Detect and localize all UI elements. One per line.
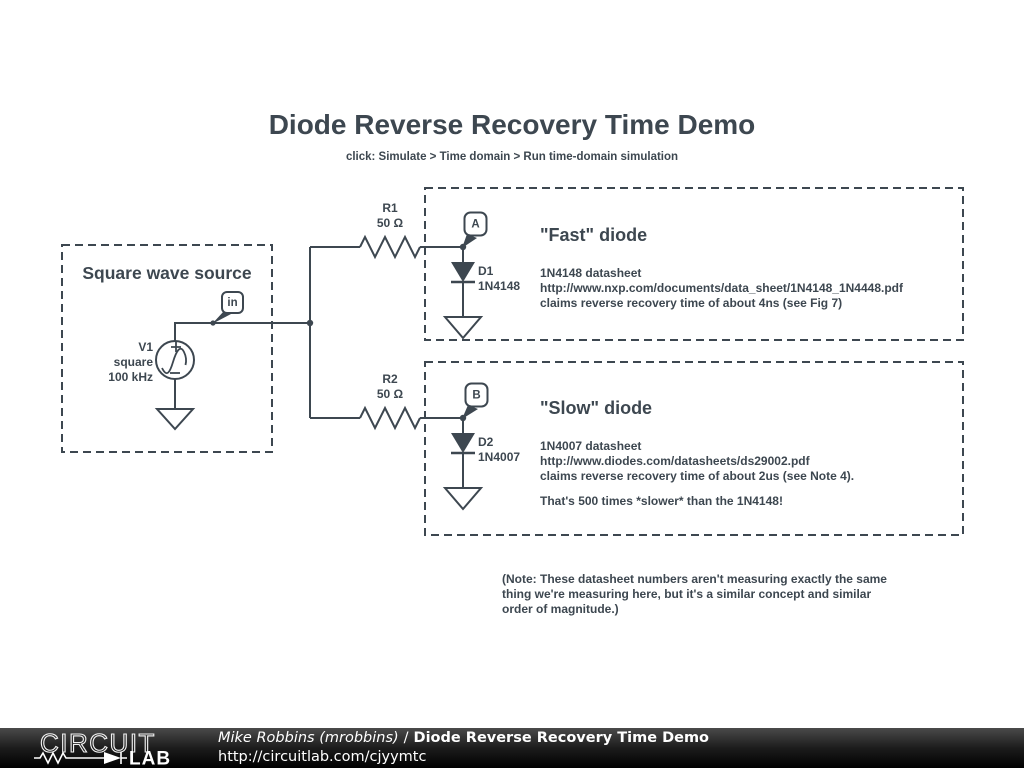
wire bbox=[174, 246, 464, 488]
resistor-r1[interactable] bbox=[359, 234, 421, 260]
diode-name-label: D2 bbox=[478, 435, 494, 449]
slow-diode-datasheet-url: http://www.diodes.com/datasheets/ds29002… bbox=[540, 454, 810, 468]
slow-diode-line: 1N4007 datasheet bbox=[540, 439, 642, 453]
footer-url: http://circuitlab.com/cjyymtc bbox=[218, 749, 427, 765]
node-flag-b[interactable]: B bbox=[462, 382, 489, 420]
footnote-line: (Note: These datasheet numbers aren't me… bbox=[502, 572, 887, 586]
node-flag-in[interactable]: in bbox=[212, 291, 244, 324]
source-kind-label: square bbox=[114, 355, 154, 369]
slow-diode-body: 1N4007 datasheet http://www.diodes.com/d… bbox=[540, 439, 854, 484]
fast-diode-group-box bbox=[424, 187, 964, 341]
diode-part-label: 1N4007 bbox=[478, 450, 520, 464]
junction-dot bbox=[306, 319, 314, 327]
node-flag-label: in bbox=[227, 297, 237, 309]
source-name-label: V1 bbox=[138, 340, 153, 354]
logo-lab-text: LAB bbox=[129, 749, 171, 768]
footnote-line: order of magnitude.) bbox=[502, 602, 619, 616]
footnote: (Note: These datasheet numbers aren't me… bbox=[502, 572, 932, 617]
footer-author: Mike Robbins (mrobbins) bbox=[218, 730, 399, 746]
node-flag-a[interactable]: A bbox=[462, 211, 488, 249]
footer-doc-title: Diode Reverse Recovery Time Demo bbox=[413, 730, 710, 746]
footer-separator: / bbox=[403, 730, 409, 746]
resistor-name-label: R2 bbox=[382, 372, 398, 386]
logo-diode-glyph bbox=[104, 752, 121, 764]
fast-diode-line: claims reverse recovery time of about 4n… bbox=[540, 296, 843, 310]
fast-diode-body: 1N4148 datasheet http://www.nxp.com/docu… bbox=[540, 266, 903, 311]
diode-name-label: D1 bbox=[478, 264, 494, 278]
node-flag-label: A bbox=[471, 219, 479, 231]
resistor-r2[interactable] bbox=[359, 405, 421, 431]
waveform-glyph bbox=[161, 347, 187, 375]
circuitlab-logo: CIRCUIT LAB bbox=[34, 729, 171, 768]
fast-diode-datasheet-url: http://www.nxp.com/documents/data_sheet/… bbox=[540, 281, 903, 295]
logo-circuit-text: CIRCUIT bbox=[40, 729, 156, 758]
diode-part-label: 1N4148 bbox=[478, 279, 520, 293]
plus-sign bbox=[171, 342, 181, 352]
logo-diode-bar bbox=[120, 752, 127, 764]
resistor-name-label: R1 bbox=[382, 201, 398, 215]
footer-credit-line: Mike Robbins (mrobbins)/Diode Reverse Re… bbox=[218, 729, 709, 748]
resistor-value-label: 50 Ω bbox=[377, 216, 404, 230]
footer-bar: CIRCUIT LAB Mike Robbins (mrobbins)/Diod… bbox=[0, 728, 1024, 768]
resistor-value-label: 50 Ω bbox=[377, 387, 404, 401]
simulate-instructions: click: Simulate > Time domain > Run time… bbox=[345, 151, 679, 163]
page-title: Diode Reverse Recovery Time Demo bbox=[268, 109, 756, 140]
ground-symbol[interactable] bbox=[442, 487, 484, 511]
source-group-box bbox=[61, 244, 273, 453]
slow-diode-line: claims reverse recovery time of about 2u… bbox=[540, 469, 855, 483]
footnote-line: thing we're measuring here, but it's a s… bbox=[502, 587, 872, 601]
footer-text: Mike Robbins (mrobbins)/Diode Reverse Re… bbox=[218, 729, 709, 767]
logo-resistor-glyph bbox=[34, 751, 104, 765]
slow-diode-comparison: That's 500 times *slower* than the 1N414… bbox=[540, 494, 783, 508]
diode-d2[interactable] bbox=[451, 433, 475, 455]
voltage-source-v1[interactable] bbox=[155, 340, 195, 380]
fast-diode-line: 1N4148 datasheet bbox=[540, 266, 642, 280]
fast-diode-heading: "Fast" diode bbox=[540, 225, 648, 245]
source-freq-label: 100 kHz bbox=[108, 370, 153, 384]
slow-diode-heading: "Slow" diode bbox=[540, 398, 653, 418]
slow-diode-group-box bbox=[424, 361, 964, 536]
ground-symbol[interactable] bbox=[154, 408, 196, 431]
source-box-label: Square wave source bbox=[82, 263, 252, 283]
diode-d1[interactable] bbox=[451, 262, 475, 284]
ground-symbol[interactable] bbox=[442, 316, 484, 340]
node-flag-label: B bbox=[472, 390, 480, 402]
